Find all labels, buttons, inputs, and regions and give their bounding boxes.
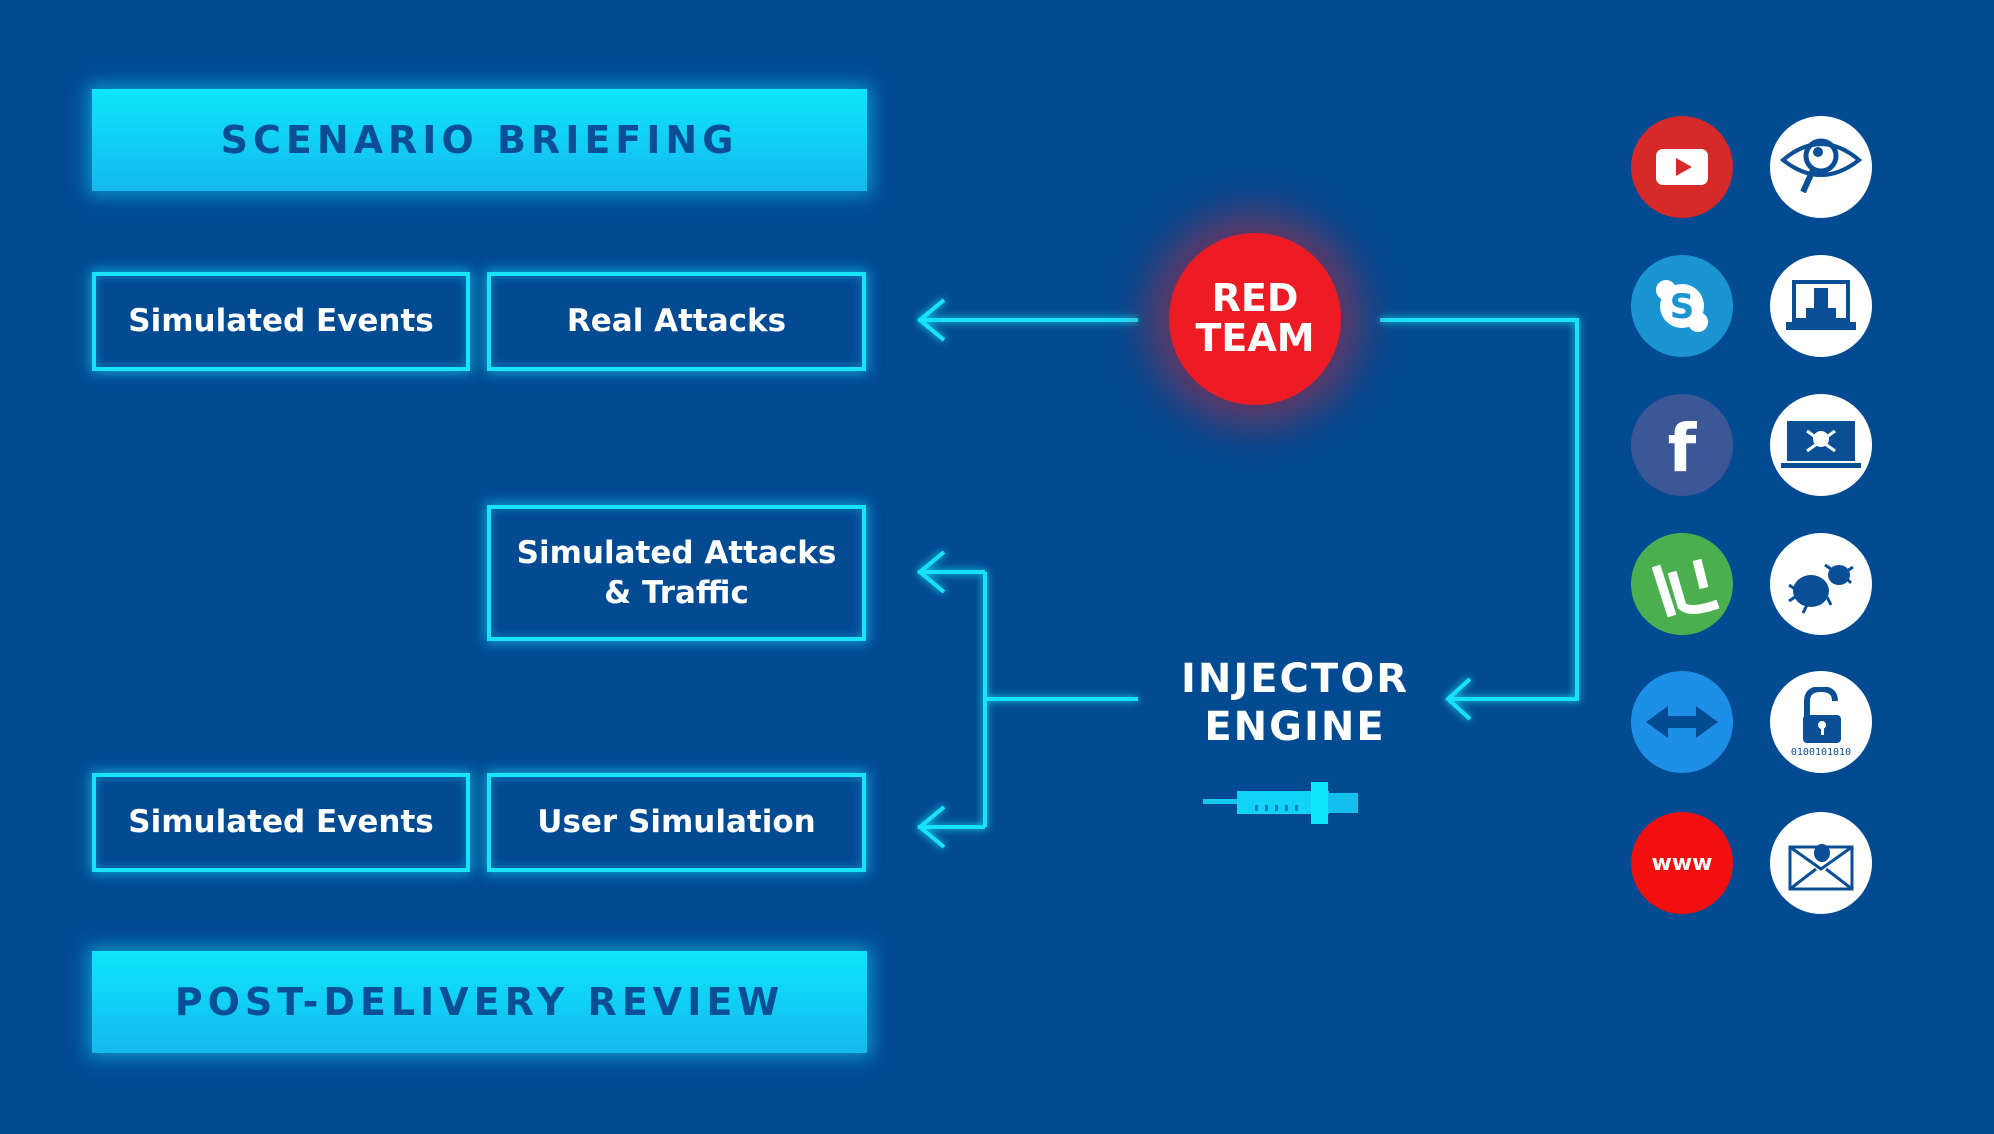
simulated-attacks-box: Simulated Attacks & Traffic — [487, 505, 866, 641]
www-icon: www — [1631, 812, 1733, 914]
binary-text: 0100101010 — [1791, 747, 1851, 757]
injector-label-1: INJECTOR — [1180, 656, 1409, 702]
skype-icon: S — [1631, 255, 1733, 357]
real-attacks-box: Real Attacks — [487, 272, 866, 371]
simulated-events-top-label: Simulated Events — [128, 303, 434, 340]
red-team-label-2: TEAM — [1195, 316, 1315, 360]
simulated-events-bottom-box: Simulated Events — [92, 773, 470, 872]
post-delivery-review-label: POST-DELIVERY REVIEW — [174, 980, 785, 1024]
scenario-briefing-label: SCENARIO BRIEFING — [220, 118, 739, 162]
bugs-icon — [1770, 533, 1872, 635]
www-label: www — [1651, 850, 1713, 876]
laptop-skull-icon — [1770, 394, 1872, 496]
user-simulation-label: User Simulation — [537, 804, 816, 841]
svg-text:f: f — [1668, 415, 1698, 475]
teamviewer-icon — [1631, 671, 1733, 773]
real-attacks-label: Real Attacks — [566, 303, 787, 340]
svg-text:S: S — [1670, 287, 1695, 327]
post-delivery-review-bar: POST-DELIVERY REVIEW — [92, 951, 867, 1053]
utorrent-icon — [1631, 533, 1733, 635]
simulated-events-bottom-label: Simulated Events — [128, 804, 434, 841]
simulated-attacks-label-2: & Traffic — [604, 575, 749, 611]
red-team-to-real-attacks-arrow — [916, 298, 1138, 342]
injector-tree-arrows — [916, 550, 1138, 849]
scenario-briefing-bar: SCENARIO BRIEFING — [92, 89, 867, 191]
injector-label-2: ENGINE — [1204, 704, 1386, 750]
red-team-to-injector-arrow — [1380, 318, 1579, 721]
youtube-icon — [1631, 116, 1733, 218]
eye-magnifier-icon — [1770, 116, 1872, 218]
user-simulation-box: User Simulation — [487, 773, 866, 872]
email-bug-icon — [1770, 812, 1872, 914]
simulated-attacks-label-1: Simulated Attacks — [516, 534, 837, 571]
red-team-label-1: RED — [1211, 276, 1299, 321]
unlocked-padlock-binary-icon: 0100101010 — [1770, 671, 1872, 773]
laptop-hacker-icon — [1770, 255, 1872, 357]
syringe-icon — [1203, 782, 1358, 824]
simulated-events-top-box: Simulated Events — [92, 272, 470, 371]
facebook-icon: f — [1631, 394, 1733, 496]
